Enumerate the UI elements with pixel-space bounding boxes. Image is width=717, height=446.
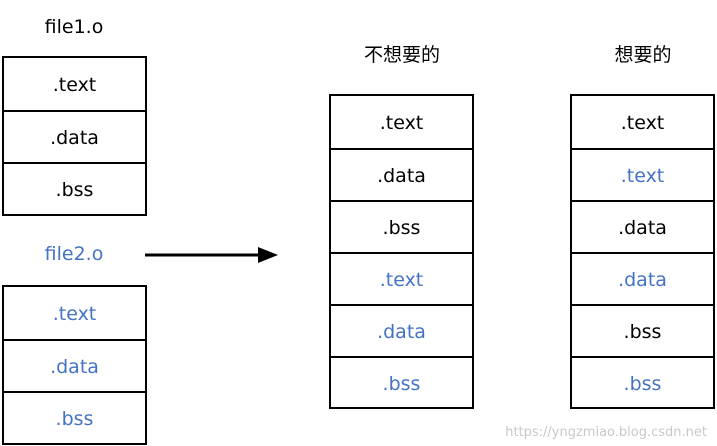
wanted-section-stack: .text .text .data .data .bss .bss (570, 94, 715, 409)
wanted-section-5: .bss (572, 356, 713, 409)
file1-label: file1.o (44, 16, 104, 38)
unwanted-section-stack: .text .data .bss .text .data .bss (329, 94, 474, 409)
wanted-section-4: .bss (572, 304, 713, 357)
unwanted-title: 不想要的 (363, 44, 440, 66)
wanted-section-0: .text (620, 111, 665, 134)
file2-section-text: .text (52, 302, 97, 325)
wanted-section-2: .data (572, 200, 713, 253)
wanted-section-1: .text (572, 148, 713, 201)
file2-section-data: .data (4, 339, 145, 392)
file1-section-text: .text (52, 73, 97, 96)
wanted-section-3: .data (572, 252, 713, 305)
wanted-title: 想要的 (614, 44, 672, 66)
file1-section-bss: .bss (4, 162, 145, 216)
file1-section-data: .data (4, 110, 145, 163)
file2-label: file2.o (44, 243, 104, 265)
file1-section-stack: .text .data .bss (2, 56, 147, 216)
unwanted-section-5: .bss (331, 356, 472, 409)
unwanted-section-1: .data (331, 148, 472, 201)
watermark: https://yngzmiao.blog.csdn.net (505, 425, 707, 440)
unwanted-section-0: .text (379, 111, 424, 134)
unwanted-section-3: .text (331, 252, 472, 305)
file2-section-stack: .text .data .bss (2, 285, 147, 445)
unwanted-section-4: .data (331, 304, 472, 357)
unwanted-section-2: .bss (331, 200, 472, 253)
file2-section-bss: .bss (4, 391, 145, 445)
